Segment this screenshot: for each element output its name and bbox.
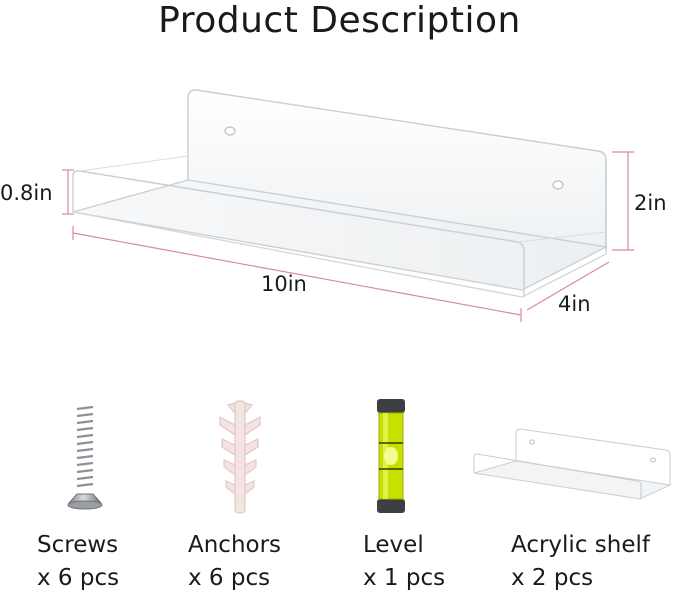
mount-hole-icon	[552, 180, 564, 190]
item-name-screws: Screws	[37, 532, 119, 558]
mount-hole-icon	[224, 126, 236, 136]
dimension-label-front-height: 0.8in	[0, 181, 53, 205]
shelf-base	[72, 179, 609, 291]
dimension-label-length: 10in	[261, 272, 307, 296]
item-qty-acrylic-shelf: x 2 pcs	[511, 565, 594, 591]
acrylic-shelf-icon	[473, 428, 672, 500]
dimension-line-front-height	[62, 169, 74, 215]
item-qty-level: x 1 pcs	[363, 565, 446, 591]
dimension-line-length	[72, 226, 522, 322]
item-qty-screws: x 6 pcs	[37, 565, 120, 591]
level-icon	[377, 399, 405, 513]
dimension-label-depth: 4in	[558, 292, 591, 316]
shelf-front-lip	[72, 170, 525, 297]
item-name-level: Level	[363, 532, 424, 558]
dimension-line-depth	[526, 261, 610, 311]
shelf-diagram	[62, 89, 634, 322]
item-qty-anchors: x 6 pcs	[188, 565, 271, 591]
dimension-label-back-height: 2in	[634, 191, 667, 215]
anchor-icon	[219, 400, 261, 514]
dimension-line-back-height	[612, 151, 634, 251]
page-title: Product Description	[158, 0, 521, 41]
screw-icon	[67, 399, 103, 510]
item-name-acrylic-shelf: Acrylic shelf	[511, 532, 650, 558]
item-name-anchors: Anchors	[188, 532, 282, 558]
